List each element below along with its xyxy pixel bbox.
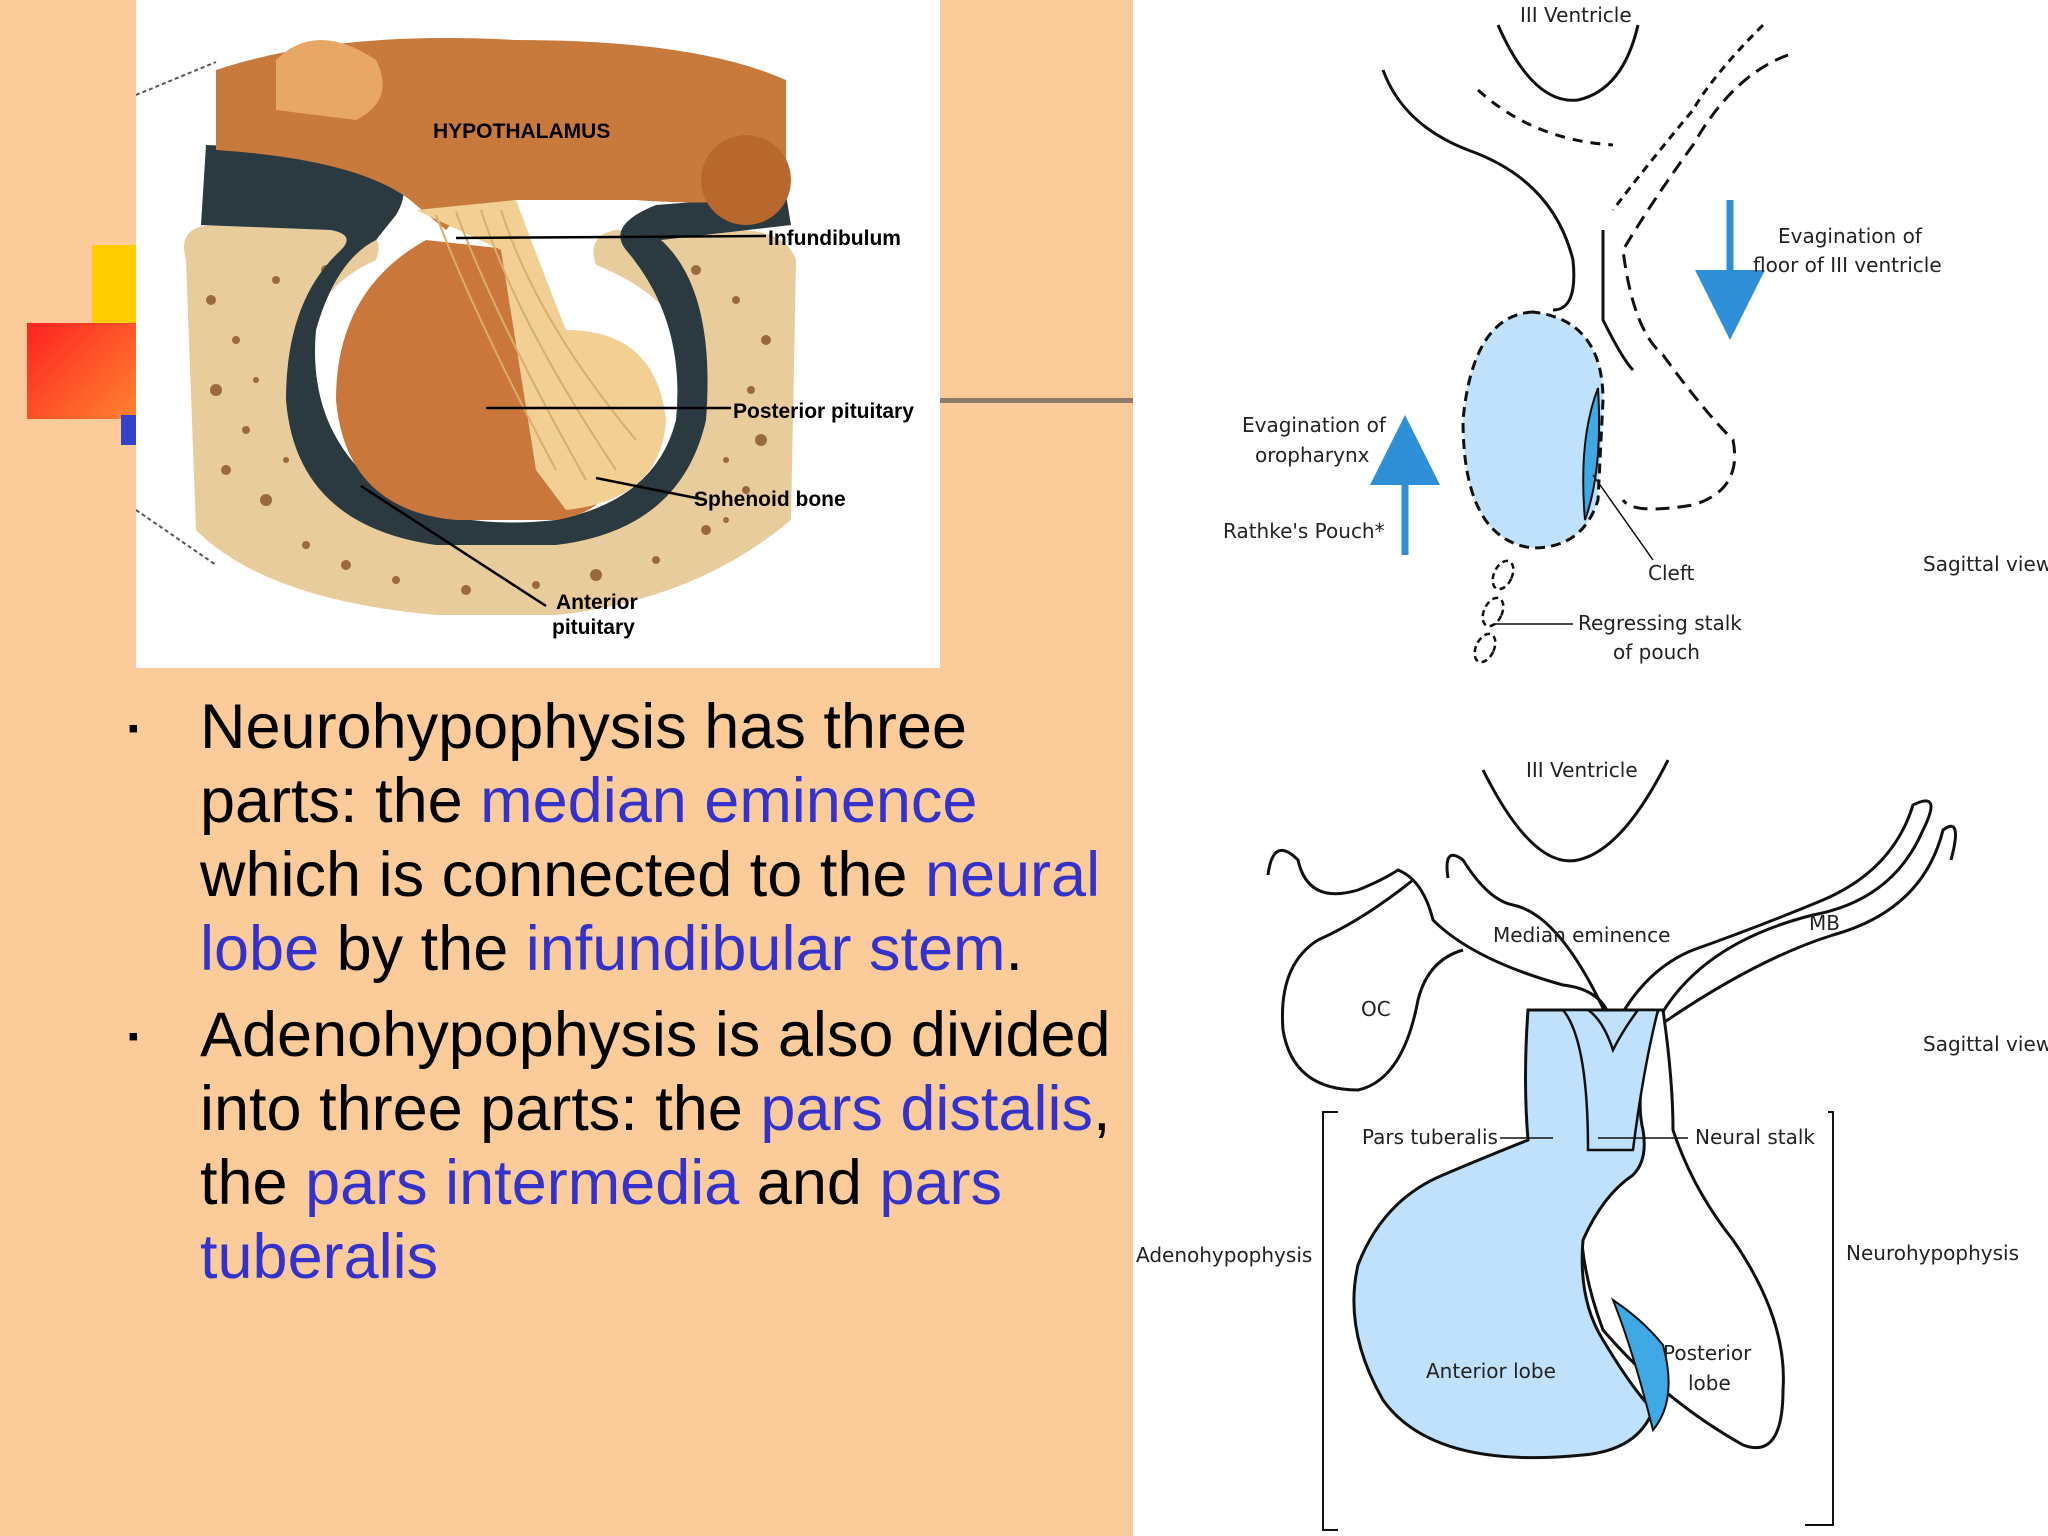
anterior-lobe-label: Anterior lobe: [1426, 1359, 1556, 1383]
term-infundibular-stem: infundibular stem: [525, 914, 1006, 984]
top-sagittal-label: Sagittal view: [1923, 552, 2048, 576]
deco-red-square: [27, 323, 150, 419]
deco-divider-line: [940, 398, 1133, 403]
term-neural-lobe: neural lobe: [200, 840, 1101, 984]
bullet-text: Neurohypophysis has three parts: the: [200, 692, 967, 836]
evag-floor-label-2: floor of III ventricle: [1753, 253, 1942, 277]
rathke-label: Rathke's Pouch*: [1223, 519, 1385, 543]
term-pars-tuberalis: pars tuberalis: [200, 1148, 1002, 1292]
evag-oro-label-2: oropharynx: [1255, 443, 1370, 467]
rathke-pouch-shape: [1461, 310, 1605, 550]
adenohypophysis-label: Adenohypophysis: [1136, 1243, 1312, 1267]
mb-label: MB: [1809, 911, 1840, 935]
bullet-text: , the: [200, 1074, 1111, 1218]
neural-stalk-shape: [1560, 1008, 1660, 1152]
term-median-eminence: median eminence: [480, 766, 978, 836]
median-eminence-label: Median eminence: [1493, 923, 1670, 947]
neurohypophysis-label: Neurohypophysis: [1846, 1241, 2019, 1265]
optic-structure: [276, 40, 383, 120]
pars-tuberalis-label: Pars tuberalis: [1362, 1125, 1498, 1149]
bullet-text: Adenohypophysis is also divided into thr…: [200, 1000, 1111, 1144]
bullet-text: which is connected to the: [200, 840, 925, 910]
bullet-text: by the: [319, 914, 526, 984]
pituitary-illustration: HYPOTHALAMUS Infundibulum Posterior pitu…: [136, 0, 940, 668]
cleft-label: Cleft: [1648, 561, 1695, 585]
posterior-pituitary-shape: [416, 200, 666, 510]
top-diagram: [1381, 23, 1789, 511]
pars-intermedia-shape: [1610, 1297, 1670, 1433]
development-diagrams: III Ventricle Evagination of floor of II…: [1133, 0, 2048, 1536]
regressing-stalk-ovals: [1473, 559, 1515, 664]
bullet-marker: ▪: [128, 1020, 139, 1053]
bottom-diagram: [1266, 759, 1957, 1092]
posterior-lobe-label-1: Posterior: [1663, 1341, 1752, 1365]
regress-label-1: Regressing stalk: [1578, 611, 1742, 635]
posterior-lobe-label-2: lobe: [1688, 1371, 1731, 1395]
development-diagrams-svg: III Ventricle Evagination of floor of II…: [1136, 3, 2048, 1531]
bottom-ventricle-label: III Ventricle: [1526, 758, 1638, 782]
top-leader-lines: [1495, 474, 1654, 625]
posterior-fibers: [435, 209, 637, 481]
bullet-text: and: [739, 1148, 880, 1218]
anterior-pituitary-label-2: pituitary: [552, 616, 635, 639]
dura-membrane: [201, 145, 791, 545]
hypothalamus-label: HYPOTHALAMUS: [433, 120, 610, 143]
posterior-pituitary-label: Posterior pituitary: [733, 400, 914, 423]
bullet-text: .: [1005, 914, 1024, 984]
infundibulum-label: Infundibulum: [768, 227, 901, 250]
bullet-neurohypophysis: ▪ Neurohypophysis has three parts: the m…: [120, 690, 1130, 986]
cleft-shape: [1582, 387, 1601, 521]
oc-label: OC: [1361, 997, 1391, 1021]
adenohypophysis-shape: [1352, 1008, 1661, 1460]
leader-lines: [360, 234, 767, 608]
bullet-list: ▪ Neurohypophysis has three parts: the m…: [120, 690, 1130, 1306]
bullet-marker: ▪: [128, 712, 139, 745]
brackets: [1322, 1111, 1834, 1531]
bullet-adenohypophysis: ▪ Adenohypophysis is also divided into t…: [120, 998, 1130, 1294]
evag-floor-label-1: Evagination of: [1778, 224, 1923, 248]
regress-label-2: of pouch: [1613, 640, 1700, 664]
neural-stalk-label: Neural stalk: [1695, 1125, 1815, 1149]
sphenoid-bone-shape: [184, 225, 796, 615]
mammillary-body: [701, 135, 791, 225]
term-pars-distalis: pars distalis: [760, 1074, 1093, 1144]
top-ventricle-label: III Ventricle: [1520, 3, 1632, 27]
bottom-sagittal-label: Sagittal view: [1923, 1032, 2048, 1056]
term-pars-intermedia: pars intermedia: [305, 1148, 740, 1218]
anterior-pituitary-label-1: Anterior: [556, 591, 638, 614]
pituitary-illustration-svg: HYPOTHALAMUS Infundibulum Posterior pitu…: [136, 38, 914, 639]
edge-dashes: [136, 61, 217, 566]
evag-oro-label-1: Evagination of: [1242, 413, 1387, 437]
sphenoid-bone-label: Sphenoid bone: [694, 488, 846, 511]
deco-blue-square: [121, 415, 139, 445]
